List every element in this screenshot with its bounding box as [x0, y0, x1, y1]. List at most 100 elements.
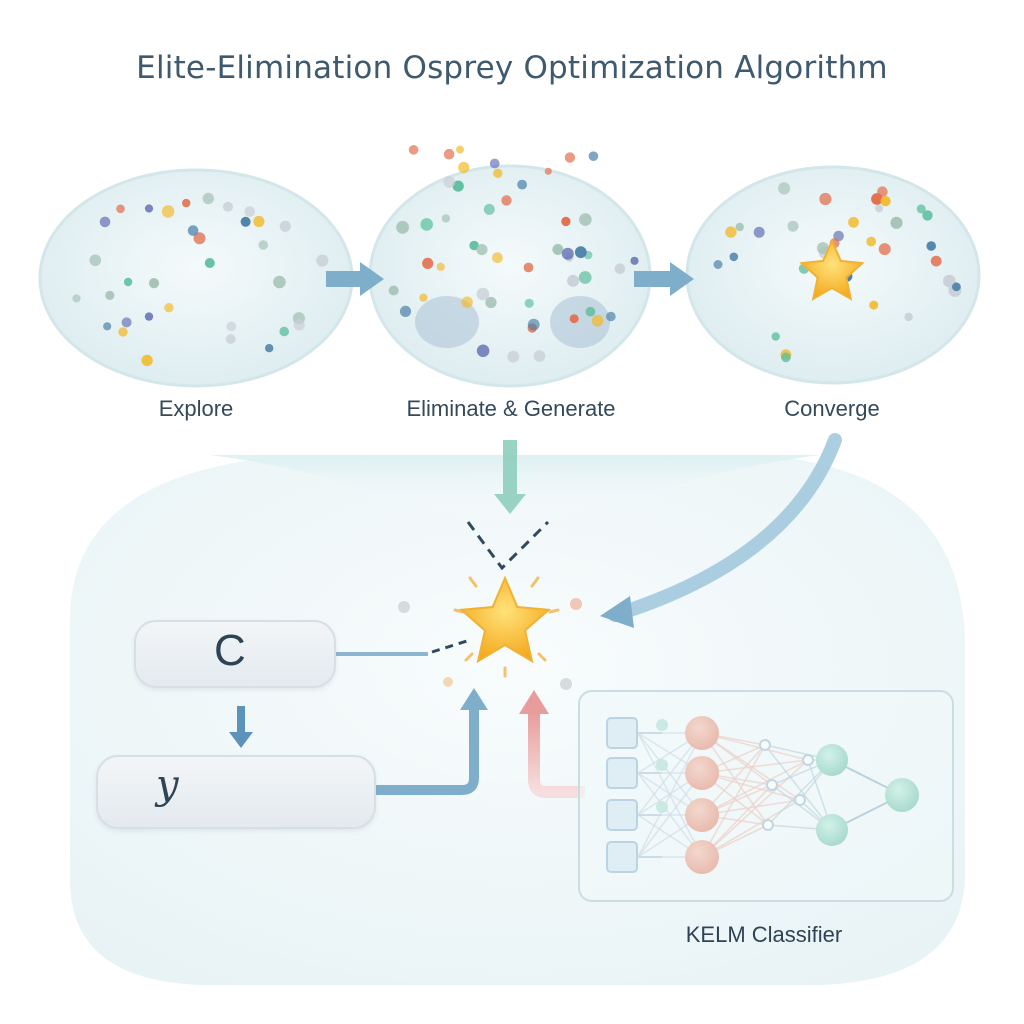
particle: [561, 216, 571, 227]
particle: [258, 240, 269, 250]
particle: [877, 186, 888, 197]
particle: [544, 167, 552, 175]
particle: [866, 236, 877, 247]
particle: [476, 244, 488, 256]
stage-label-eliminate: Eliminate & Generate: [406, 396, 616, 421]
particle: [461, 296, 473, 308]
particle: [388, 285, 399, 296]
particle: [204, 258, 215, 268]
param-y-box: [96, 755, 376, 829]
particle: [569, 314, 579, 324]
particle: [182, 198, 191, 208]
particle: [517, 179, 527, 190]
c-to-y-arrow-head: [229, 732, 253, 748]
arrow-eliminate-down: [494, 440, 526, 514]
particle: [819, 192, 832, 206]
spark-dot: [398, 601, 410, 613]
particle: [527, 318, 540, 331]
particle: [875, 204, 884, 213]
particle: [735, 222, 744, 232]
particle: [103, 322, 112, 331]
particle: [422, 257, 434, 269]
particle: [904, 312, 913, 322]
particle: [419, 293, 428, 302]
particle: [456, 145, 464, 154]
dashed-v: [466, 520, 550, 571]
particle: [725, 226, 737, 238]
particle: [223, 201, 233, 212]
spark-dot: [443, 677, 453, 687]
particle: [753, 226, 765, 238]
particle: [441, 214, 451, 223]
particle: [564, 152, 576, 163]
particle: [591, 315, 604, 327]
particle: [226, 321, 237, 332]
stage-label-converge: Converge: [784, 396, 880, 421]
arrow-kelm-to-star-head: [519, 690, 549, 714]
particle: [148, 278, 160, 289]
particle: [781, 352, 791, 363]
particle: [225, 334, 236, 344]
stage-label-explore: Explore: [158, 396, 234, 421]
particle: [588, 151, 599, 161]
arrow-y-to-star-head: [460, 688, 488, 710]
particle: [787, 220, 799, 232]
particle: [452, 180, 464, 192]
particle: [578, 271, 592, 284]
particle: [943, 274, 956, 288]
particle: [279, 220, 291, 232]
particle: [118, 327, 128, 337]
param-y-label: y: [156, 762, 179, 808]
particle: [567, 274, 580, 287]
particle: [880, 196, 891, 207]
elimination-blob-right: [550, 296, 610, 348]
particle: [123, 277, 133, 287]
arrow-kelm-to-star: [528, 712, 585, 798]
arrow-converge-curve: [608, 433, 842, 622]
particle: [99, 216, 111, 228]
particle: [121, 317, 132, 328]
particle: [952, 282, 961, 292]
star-sparks: [453, 576, 560, 678]
particle: [778, 182, 791, 195]
particle: [585, 306, 596, 317]
particle: [771, 332, 780, 341]
particle: [443, 176, 456, 188]
particle: [396, 220, 409, 234]
particle: [105, 290, 115, 300]
particle: [279, 326, 290, 337]
cloud-explore: [38, 168, 354, 388]
particle: [116, 204, 125, 214]
kelm-panel: [578, 690, 954, 902]
particle: [202, 192, 214, 205]
particle: [144, 312, 154, 321]
particle: [489, 158, 500, 169]
arrow-eliminate-to-converge: [634, 262, 694, 296]
spark-dot: [560, 678, 572, 690]
particle: [187, 225, 199, 236]
elimination-blob-left: [415, 296, 479, 348]
arrow-explore-to-eliminate: [326, 262, 384, 296]
c-to-y-arrow-shaft: [237, 706, 245, 734]
particle: [916, 204, 926, 214]
particle: [524, 298, 534, 308]
particle: [869, 300, 879, 310]
particle: [408, 145, 419, 155]
particle: [579, 213, 592, 226]
particle: [436, 262, 445, 271]
particle: [469, 240, 479, 251]
particle: [501, 195, 512, 206]
particle: [458, 161, 470, 174]
spark-dot: [570, 598, 582, 610]
param-c-box: [134, 620, 336, 688]
particle: [89, 254, 102, 267]
particle: [240, 216, 251, 227]
particle: [816, 242, 829, 254]
particle: [161, 205, 175, 218]
particle: [492, 252, 503, 264]
particle: [144, 204, 154, 213]
particle: [507, 350, 520, 363]
kelm-classifier-label: KELM Classifier: [685, 922, 843, 947]
particle: [164, 303, 174, 313]
particle: [273, 275, 286, 289]
